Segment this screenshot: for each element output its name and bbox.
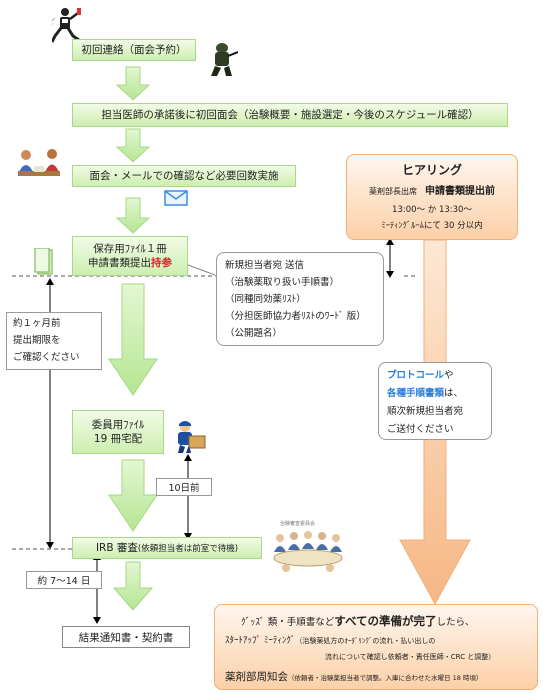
final-line1: ｸﾞｯｽﾞ 類・手順書などすべての準備が完了したら、 xyxy=(241,614,475,628)
new-contact-line3: （同種同効薬ﾘｽﾄ） xyxy=(225,294,306,305)
one-month-line3: ご確認ください xyxy=(13,352,80,363)
step-confirmations: 面会・メールでの確認など必要回数実施 xyxy=(72,165,296,187)
step-irb-review: IRB 審査(依頼担当者は前室で待機) xyxy=(72,537,262,559)
arrow-down-1 xyxy=(115,66,151,101)
arrow-down-2 xyxy=(115,128,151,163)
new-contact-line4: （分担医師協力者ﾘｽﾄのﾜｰﾄﾞ 版） xyxy=(225,311,366,322)
step-committee-files: 委員用ﾌｧｲﾙ 19 冊宅配 xyxy=(72,410,164,454)
protocol-note: プロトコールや 各種手順書類は、 順次新規担当者宛 ご送付ください xyxy=(378,362,492,440)
ten-days-note: 10日前 xyxy=(156,478,212,496)
bring-highlight: 持参 xyxy=(151,257,172,269)
step-submission-line1: 保存用ﾌｧｲﾙ１冊 xyxy=(93,243,167,255)
hearing-time: 13:00〜 か 13:30〜 xyxy=(392,205,472,215)
step-first-meeting: 担当医師の承諾後に初回面会（治験概要・施設選定・今後のスケジュール確認） xyxy=(72,103,508,127)
step-irb-review-label: IRB 審査(依頼担当者は前室で待機) xyxy=(95,541,239,554)
final-line2: ｽﾀｰﾄｱｯﾌﾟ ﾐｰﾃｨﾝｸﾞ（治験薬処方のｵｰﾀﾞﾘﾝｸﾞの流れ・払い出しの xyxy=(225,636,436,646)
arrow-down-5 xyxy=(108,459,158,532)
arrow-down-4 xyxy=(108,283,158,396)
new-contact-note: 新規担当者宛 送信 （治験薬取り扱い手順書） （同種同効薬ﾘｽﾄ） （分担医師協… xyxy=(216,252,384,346)
new-contact-line1: 新規担当者宛 送信 xyxy=(225,260,305,271)
step-committee-files-line2: 19 冊宅配 xyxy=(93,433,143,445)
hearing-box: ヒアリング 薬剤部長出席 申請書類提出前 13:00〜 か 13:30〜 ﾐｰﾃ… xyxy=(346,154,518,240)
final-prep-box: ｸﾞｯｽﾞ 類・手順書などすべての準備が完了したら、 ｽﾀｰﾄｱｯﾌﾟ ﾐｰﾃｨ… xyxy=(214,604,538,690)
days-7-14-label: 約 7〜14 日 xyxy=(37,576,91,587)
delivery-person-icon xyxy=(178,421,206,453)
final-line3: 流れについて確認し依頼者・責任医師・CRC と調整） xyxy=(325,653,496,661)
committee-meeting-icon: 治験審査委員会 xyxy=(273,520,343,572)
step-committee-files-line1: 委員用ﾌｧｲﾙ xyxy=(91,419,145,431)
hearing-place: ﾐｰﾃｨﾝｸﾞﾙｰﾑにて 30 分以内 xyxy=(381,221,483,231)
new-contact-line2: （治験薬取り扱い手順書） xyxy=(225,277,340,288)
envelope-icon xyxy=(164,190,188,206)
new-contact-line5: （公開題名） xyxy=(225,328,283,339)
hearing-sub: 薬剤部長出席 申請書類提出前 xyxy=(369,186,495,197)
one-month-line1: 約１ヶ月前 xyxy=(13,318,61,329)
step-confirmations-label: 面会・メールでの確認など必要回数実施 xyxy=(89,170,279,182)
document-icon xyxy=(34,248,53,275)
ten-days-label: 10日前 xyxy=(168,483,200,494)
protocol-line3: 順次新規担当者宛 xyxy=(387,406,464,417)
step-result-notice-label: 結果通知書・契約書 xyxy=(78,631,174,644)
one-month-line2: 提出期限を xyxy=(13,335,61,346)
protocol-line4: ご送付ください xyxy=(387,424,454,435)
meeting-people-icon xyxy=(18,149,60,176)
protocol-line1: プロトコールや xyxy=(387,370,454,381)
step-submission-line2: 申請書類提出持参 xyxy=(88,257,172,269)
hearing-title: ヒアリング xyxy=(401,163,462,177)
arrow-down-3 xyxy=(115,197,151,234)
soldier-icon xyxy=(211,43,238,76)
running-person-icon xyxy=(52,8,81,43)
arrow-down-6 xyxy=(112,561,154,611)
final-line4: 薬剤部周知会（依頼者・治験薬担当者で調整。入庫に合わせた水曜日 18 時頃） xyxy=(225,671,483,683)
step-first-contact-label: 初回連絡（面会予約） xyxy=(81,44,187,56)
days-7-14-note: 約 7〜14 日 xyxy=(26,571,102,589)
step-first-contact: 初回連絡（面会予約） xyxy=(72,39,196,61)
one-month-note: 約１ヶ月前 提出期限を ご確認ください xyxy=(6,312,102,370)
protocol-line2: 各種手順書類は、 xyxy=(387,388,464,399)
step-result-notice: 結果通知書・契約書 xyxy=(62,626,190,648)
svg-text:治験審査委員会: 治験審査委員会 xyxy=(280,520,315,527)
step-first-meeting-label: 担当医師の承諾後に初回面会（治験概要・施設選定・今後のスケジュール確認） xyxy=(101,109,479,121)
step-submission: 保存用ﾌｧｲﾙ１冊 申請書類提出持参 xyxy=(72,236,188,276)
